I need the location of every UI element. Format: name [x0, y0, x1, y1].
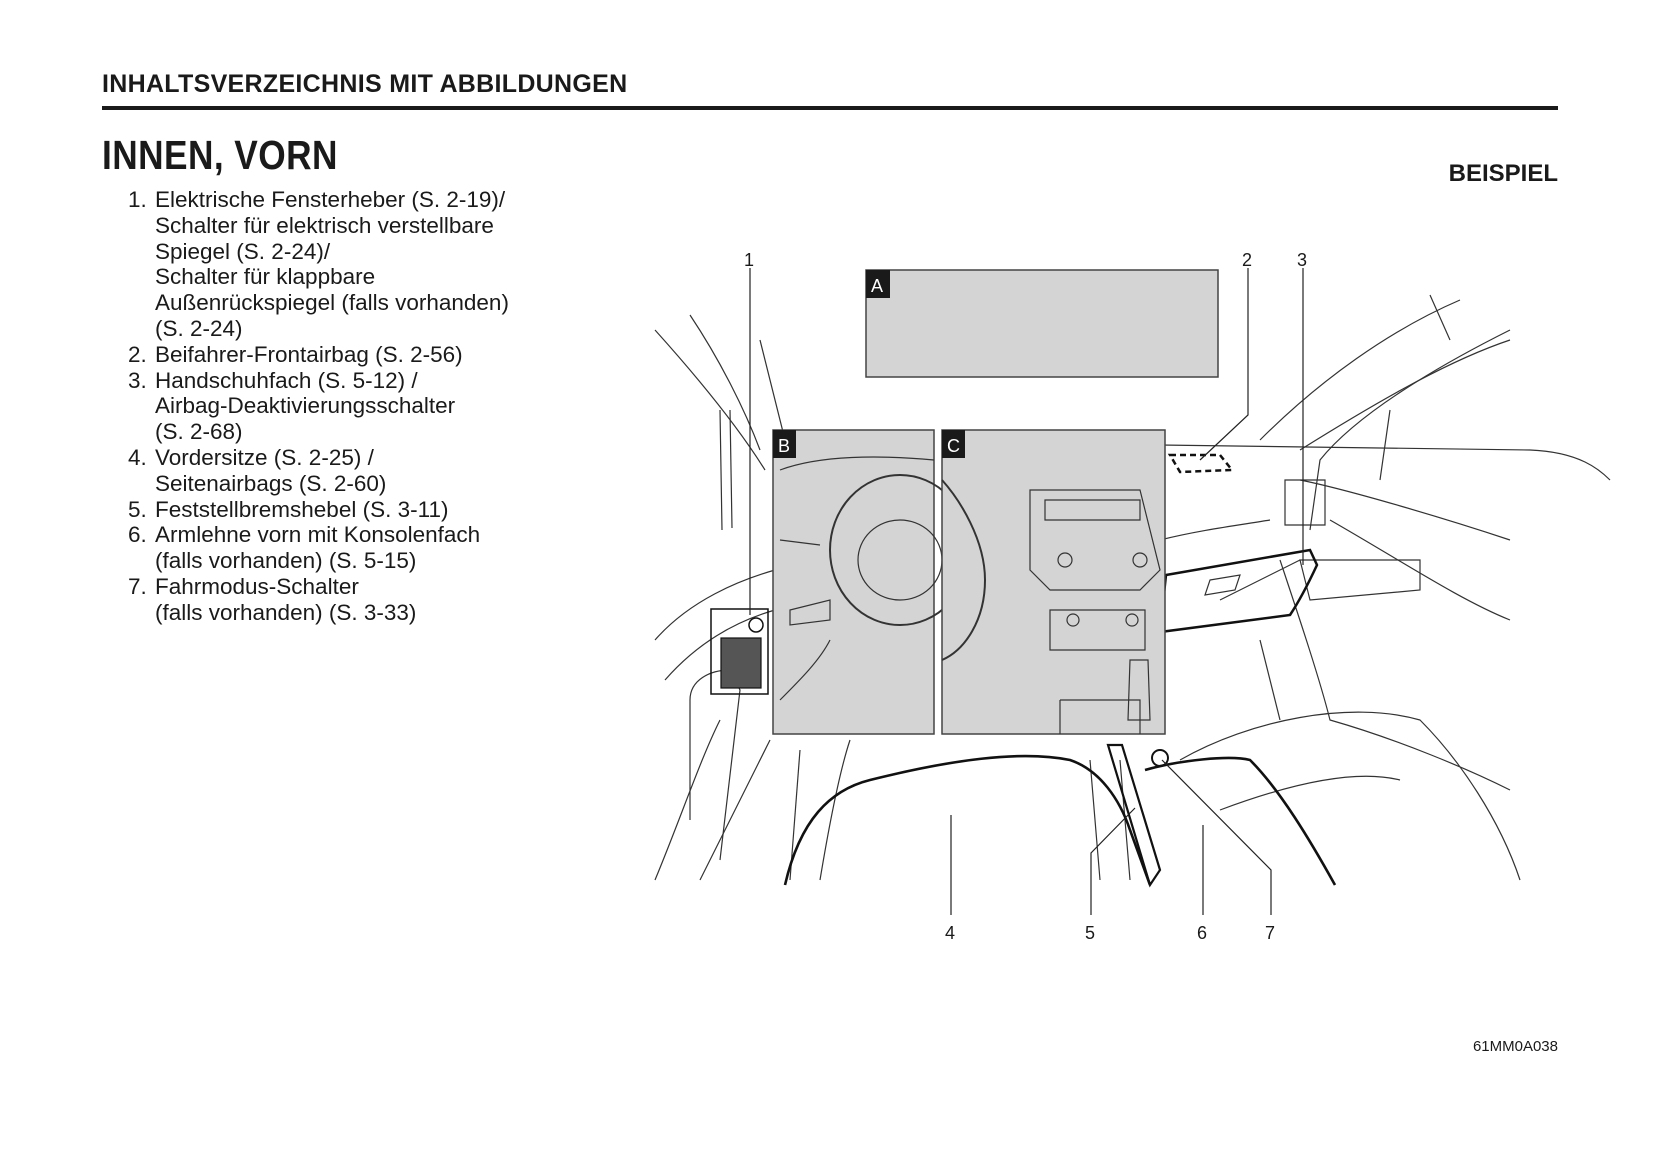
driver-seat-outline [783, 754, 1152, 886]
item-number: 1. [128, 187, 147, 212]
list-item: 7. Fahrmodus-Schalter(falls vorhanden) (S… [128, 574, 509, 626]
panel-a: A [865, 269, 1219, 378]
callout-7: 7 [1265, 923, 1275, 943]
drive-mode-switch [1151, 749, 1169, 767]
item-text: (S. 2-68) [155, 419, 243, 445]
item-text: Vordersitze (S. 2-25) / [155, 444, 374, 470]
glovebox-outline [1158, 548, 1319, 634]
list-item: 4. Vordersitze (S. 2-25) /Seitenairbags (… [128, 445, 509, 497]
panel-tag: B [778, 436, 790, 456]
window-switch-panel [720, 637, 762, 689]
item-number: 2. [128, 341, 147, 367]
glovebox-handle [1204, 574, 1241, 596]
item-number: 3. [128, 367, 147, 393]
callout-1: 1 [744, 250, 754, 270]
item-text: Airbag-Deaktivierungsschalter [155, 393, 456, 419]
callout-2: 2 [1242, 250, 1252, 270]
list-item: 5. Feststellbremshebel (S. 3-11) [128, 497, 509, 523]
item-text: Armlehne vorn mit Konsolenfach [155, 522, 481, 548]
item-text: Schalter für elektrisch verstellbare [155, 212, 494, 238]
callout-3: 3 [1297, 250, 1307, 270]
item-text: Seitenairbags (S. 2-60) [155, 470, 387, 496]
item-text: Spiegel (S. 2-24)/ [155, 238, 331, 264]
item-number: 4. [128, 444, 147, 470]
item-number: 5. [128, 496, 147, 522]
section-header: INHALTSVERZEICHNIS MIT ABBILDUNGEN [102, 70, 628, 98]
item-text: (S. 2-24) [155, 315, 243, 341]
panel-tag: C [947, 436, 960, 456]
item-text: Beifahrer-Frontairbag (S. 2-56) [155, 341, 463, 367]
list-item: 2. Beifahrer-Frontairbag (S. 2-56) [128, 342, 509, 368]
armrest-outline [1144, 756, 1337, 886]
item-text: (falls vorhanden) (S. 5-15) [155, 548, 417, 574]
leader-lines [749, 268, 1304, 915]
item-text: Fahrmodus-Schalter [155, 573, 359, 599]
panel-c: C [941, 429, 1166, 735]
component-list: 1.Elektrische Fensterheber (S. 2-19)/Sch… [128, 187, 509, 626]
item-number: 7. [128, 573, 147, 599]
figure-code: 61MM0A038 [1472, 1038, 1558, 1055]
item-text: Außenrückspiegel (falls vorhanden) [155, 290, 509, 316]
handbrake-lever [1106, 743, 1162, 888]
item-text: Schalter für klappbare [155, 264, 376, 290]
callout-6: 6 [1197, 923, 1207, 943]
example-note: BEISPIEL [1448, 160, 1558, 187]
panel-tag: A [871, 276, 883, 296]
callout-5: 5 [1085, 923, 1095, 943]
car-interior-lineart [654, 294, 1611, 881]
item-text: Handschuhfach (S. 5-12) / [155, 367, 418, 393]
list-item: 3. Handschuhfach (S. 5-12) /Airbag-Deakti… [128, 368, 509, 445]
window-switch-inset [710, 608, 769, 695]
airbag-dashed-area [1167, 453, 1235, 474]
item-text: Elektrische Fensterheber (S. 2-19)/ [155, 187, 506, 212]
list-item: 6. Armlehne vorn mit Konsolenfach(falls v… [128, 522, 509, 574]
item-text: (falls vorhanden) (S. 3-33) [155, 599, 417, 625]
list-item: 1.Elektrische Fensterheber (S. 2-19)/Sch… [128, 187, 509, 342]
callout-4: 4 [945, 923, 955, 943]
page-title: INNEN, VORN [102, 132, 338, 178]
panel-b: B [772, 429, 971, 735]
item-text: Feststellbremshebel (S. 3-11) [155, 496, 449, 522]
item-number: 6. [128, 522, 147, 548]
mirror-switch [748, 617, 764, 633]
callout-labels: 1 2 3 4 5 6 7 [744, 250, 1307, 943]
header-rule [102, 106, 1558, 110]
